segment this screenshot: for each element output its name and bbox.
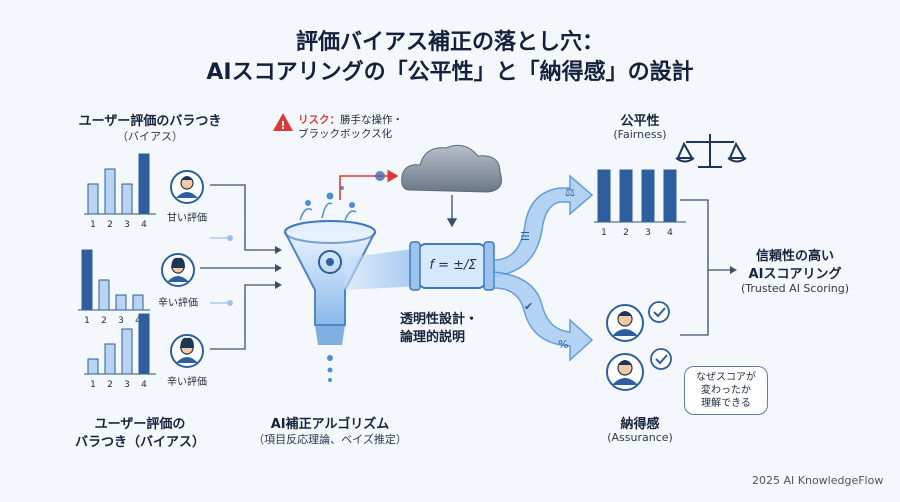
rater-2-bar-1	[81, 249, 93, 311]
rater-label-3: 辛い評価	[167, 377, 207, 388]
scale-mini-icon: ⚖	[565, 186, 575, 199]
scales-icon	[675, 134, 747, 168]
risk-text-2: ブラックボックス化	[298, 128, 393, 140]
connector-arrowheads	[275, 246, 282, 289]
rater-avatar-2	[161, 253, 195, 287]
rater-2-bar-2	[98, 279, 110, 311]
check-mini-icon: ✔	[524, 300, 533, 313]
rater-2-tick-2: 2	[101, 316, 107, 326]
risk-text-1: 勝手な操作・	[340, 114, 403, 126]
rater-chart-3: 1 2 3 4	[84, 313, 156, 390]
assurance-label: 納得感	[620, 417, 660, 432]
algorithm-label: AI補正アルゴリズム	[270, 417, 390, 432]
cloud-icon	[401, 144, 502, 193]
result-connectors	[680, 199, 730, 336]
rater-3-tick-1: 1	[90, 380, 96, 390]
rater-1-bar-1	[87, 183, 99, 215]
flow-band	[345, 248, 420, 290]
rater-chart-2: 1 2 3 4	[78, 249, 150, 326]
rater-avatar-1	[170, 170, 204, 204]
fairness-tick-3: 3	[645, 228, 651, 238]
title-line-2: AIスコアリングの「公平性」と「納得感」の設計	[206, 60, 694, 85]
assurance-person-1	[606, 304, 644, 342]
rater-1-bar-2	[104, 168, 116, 215]
bubble-line-1: なぜスコアが	[696, 372, 756, 383]
design-label-2: 論理的説明	[400, 330, 466, 345]
rater-3-bar-4	[138, 313, 150, 375]
rater-2-bar-4	[132, 294, 144, 311]
left-rater-charts: 1 2 3 4 1 2 3 4 1 2 3 4	[78, 153, 156, 390]
result-line-1: 信頼性の高い	[755, 249, 834, 264]
funnel-icon	[284, 220, 376, 345]
credit-text: 2025 AI KnowledgeFlow	[752, 474, 884, 487]
rater-1-tick-4: 4	[141, 220, 147, 230]
rater-2-tick-4: 4	[135, 316, 141, 326]
rater-label-1: 甘い評価	[167, 213, 207, 224]
result-sub: (Trusted AI Scoring)	[740, 282, 850, 295]
check-bubble-icon	[648, 301, 672, 370]
rater-2-bar-3	[115, 294, 127, 311]
rater-label-2: 辛い評価	[158, 298, 198, 309]
splash-lines	[299, 202, 357, 221]
rater-1-tick-3: 3	[124, 220, 130, 230]
svg-text:!: !	[281, 119, 286, 132]
list-mini-icon: ☰	[520, 230, 530, 243]
fairness-bar-4	[663, 169, 677, 223]
rater-1-tick-1: 1	[90, 220, 96, 230]
rater-2-tick-3: 3	[118, 316, 124, 326]
fairness-sub: (Fairness)	[613, 128, 667, 141]
bubble-line-3: 理解できる	[701, 398, 751, 409]
algorithm-sub: （項目反応理論、ベイズ推定）	[253, 433, 407, 446]
percent-mini-icon: %	[558, 338, 568, 351]
fairness-bar-3	[641, 169, 655, 223]
left-bottom-label-2: バラつき（バイアス）	[74, 435, 205, 450]
left-top-label: ユーザー評価のバラつき	[78, 114, 222, 129]
fairness-label: 公平性	[620, 114, 660, 129]
risk-arrow	[339, 169, 399, 200]
upper-branch-arrow	[493, 174, 594, 277]
warning-icon: !	[273, 113, 293, 132]
fairness-tick-1: 1	[601, 228, 607, 238]
rater-1-tick-2: 2	[107, 220, 113, 230]
fairness-bar-1	[597, 169, 611, 223]
fairness-tick-4: 4	[667, 228, 673, 238]
rater-3-tick-2: 2	[107, 380, 113, 390]
risk-text: リスク：勝手な操作・ ブラックボックス化	[298, 113, 403, 141]
assurance-sub: (Assurance)	[607, 431, 673, 444]
left-top-sub: （バイアス）	[117, 130, 183, 143]
rater-1-bar-4	[138, 153, 150, 215]
rater-3-tick-4: 4	[141, 380, 147, 390]
design-label-1: 透明性設計・	[400, 312, 479, 327]
assurance-speech-bubble: なぜスコアが 変わったか 理解できる	[684, 366, 768, 415]
rater-1-bar-3	[121, 183, 133, 215]
rater-2-tick-1: 1	[84, 316, 90, 326]
rater-3-bar-3	[121, 328, 133, 375]
rater-avatar-3	[170, 334, 204, 368]
assurance-person-2	[606, 353, 644, 391]
fairness-tick-2: 2	[623, 228, 629, 238]
fairness-bar-2	[619, 169, 633, 223]
formula-pipe	[409, 241, 495, 291]
lower-branch-arrow	[493, 271, 594, 362]
result-line-2: AIスコアリング	[748, 267, 842, 282]
bubble-line-2: 変わったか	[701, 385, 751, 396]
risk-prefix: リスク：	[298, 114, 340, 126]
rater-3-bar-2	[104, 343, 116, 375]
rater-connectors	[200, 184, 275, 350]
rater-chart-1: 1 2 3 4	[84, 153, 156, 230]
title-line-1: 評価バイアス補正の落とし穴：	[295, 30, 604, 55]
rater-3-tick-3: 3	[124, 380, 130, 390]
rater-3-bar-1	[87, 358, 99, 375]
formula-text: f = ±/Σ	[429, 258, 477, 273]
left-bottom-label-1: ユーザー評価の	[94, 417, 186, 432]
fairness-chart: 1 2 3 4	[594, 169, 686, 238]
